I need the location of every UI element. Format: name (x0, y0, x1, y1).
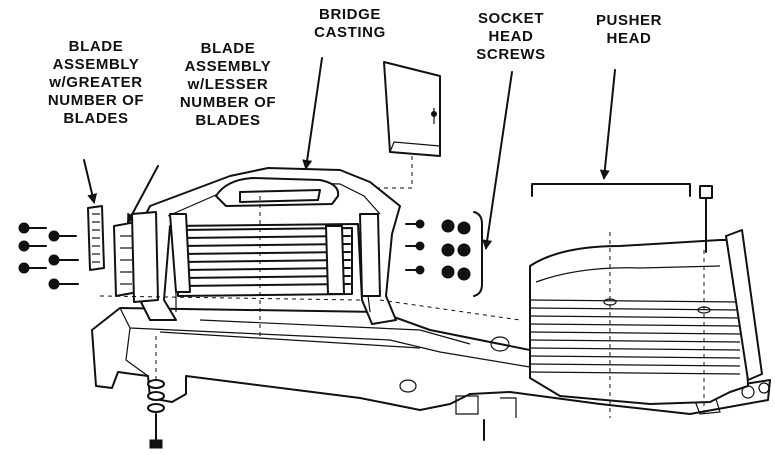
label-pusher-head: PUSHER HEAD (595, 12, 663, 47)
arrow-blade-lesser (127, 165, 159, 224)
leader-arrows (83, 57, 616, 250)
left-screws (18, 222, 79, 290)
arrow-bridge-casting (302, 57, 323, 170)
blade-wires (169, 213, 381, 297)
small-plate (372, 61, 441, 189)
bridge-casting-part (139, 167, 401, 325)
label-socket-head-screws: SOCKET HEAD SCREWS (476, 10, 546, 63)
assembly-lines (99, 196, 521, 340)
socket-head-screws (405, 219, 471, 281)
label-blade-lesser: BLADE ASSEMBLY w/LESSER NUMBER OF BLADES (179, 40, 277, 129)
arrow-blade-greater (83, 159, 98, 204)
bottom-hardware (147, 336, 485, 449)
label-bridge-casting: BRIDGE CASTING (314, 6, 386, 41)
arrow-socket-screws (482, 71, 513, 250)
pusher-head-bracket (531, 183, 691, 197)
pusher-head-part (529, 185, 763, 418)
blade-assembly-greater (87, 205, 105, 271)
screw-bracket (473, 211, 483, 297)
label-blade-greater: BLADE ASSEMBLY w/GREATER NUMBER OF BLADE… (47, 38, 145, 127)
arrow-pusher-head (599, 69, 616, 180)
blade-assembly-lesser (113, 211, 159, 303)
